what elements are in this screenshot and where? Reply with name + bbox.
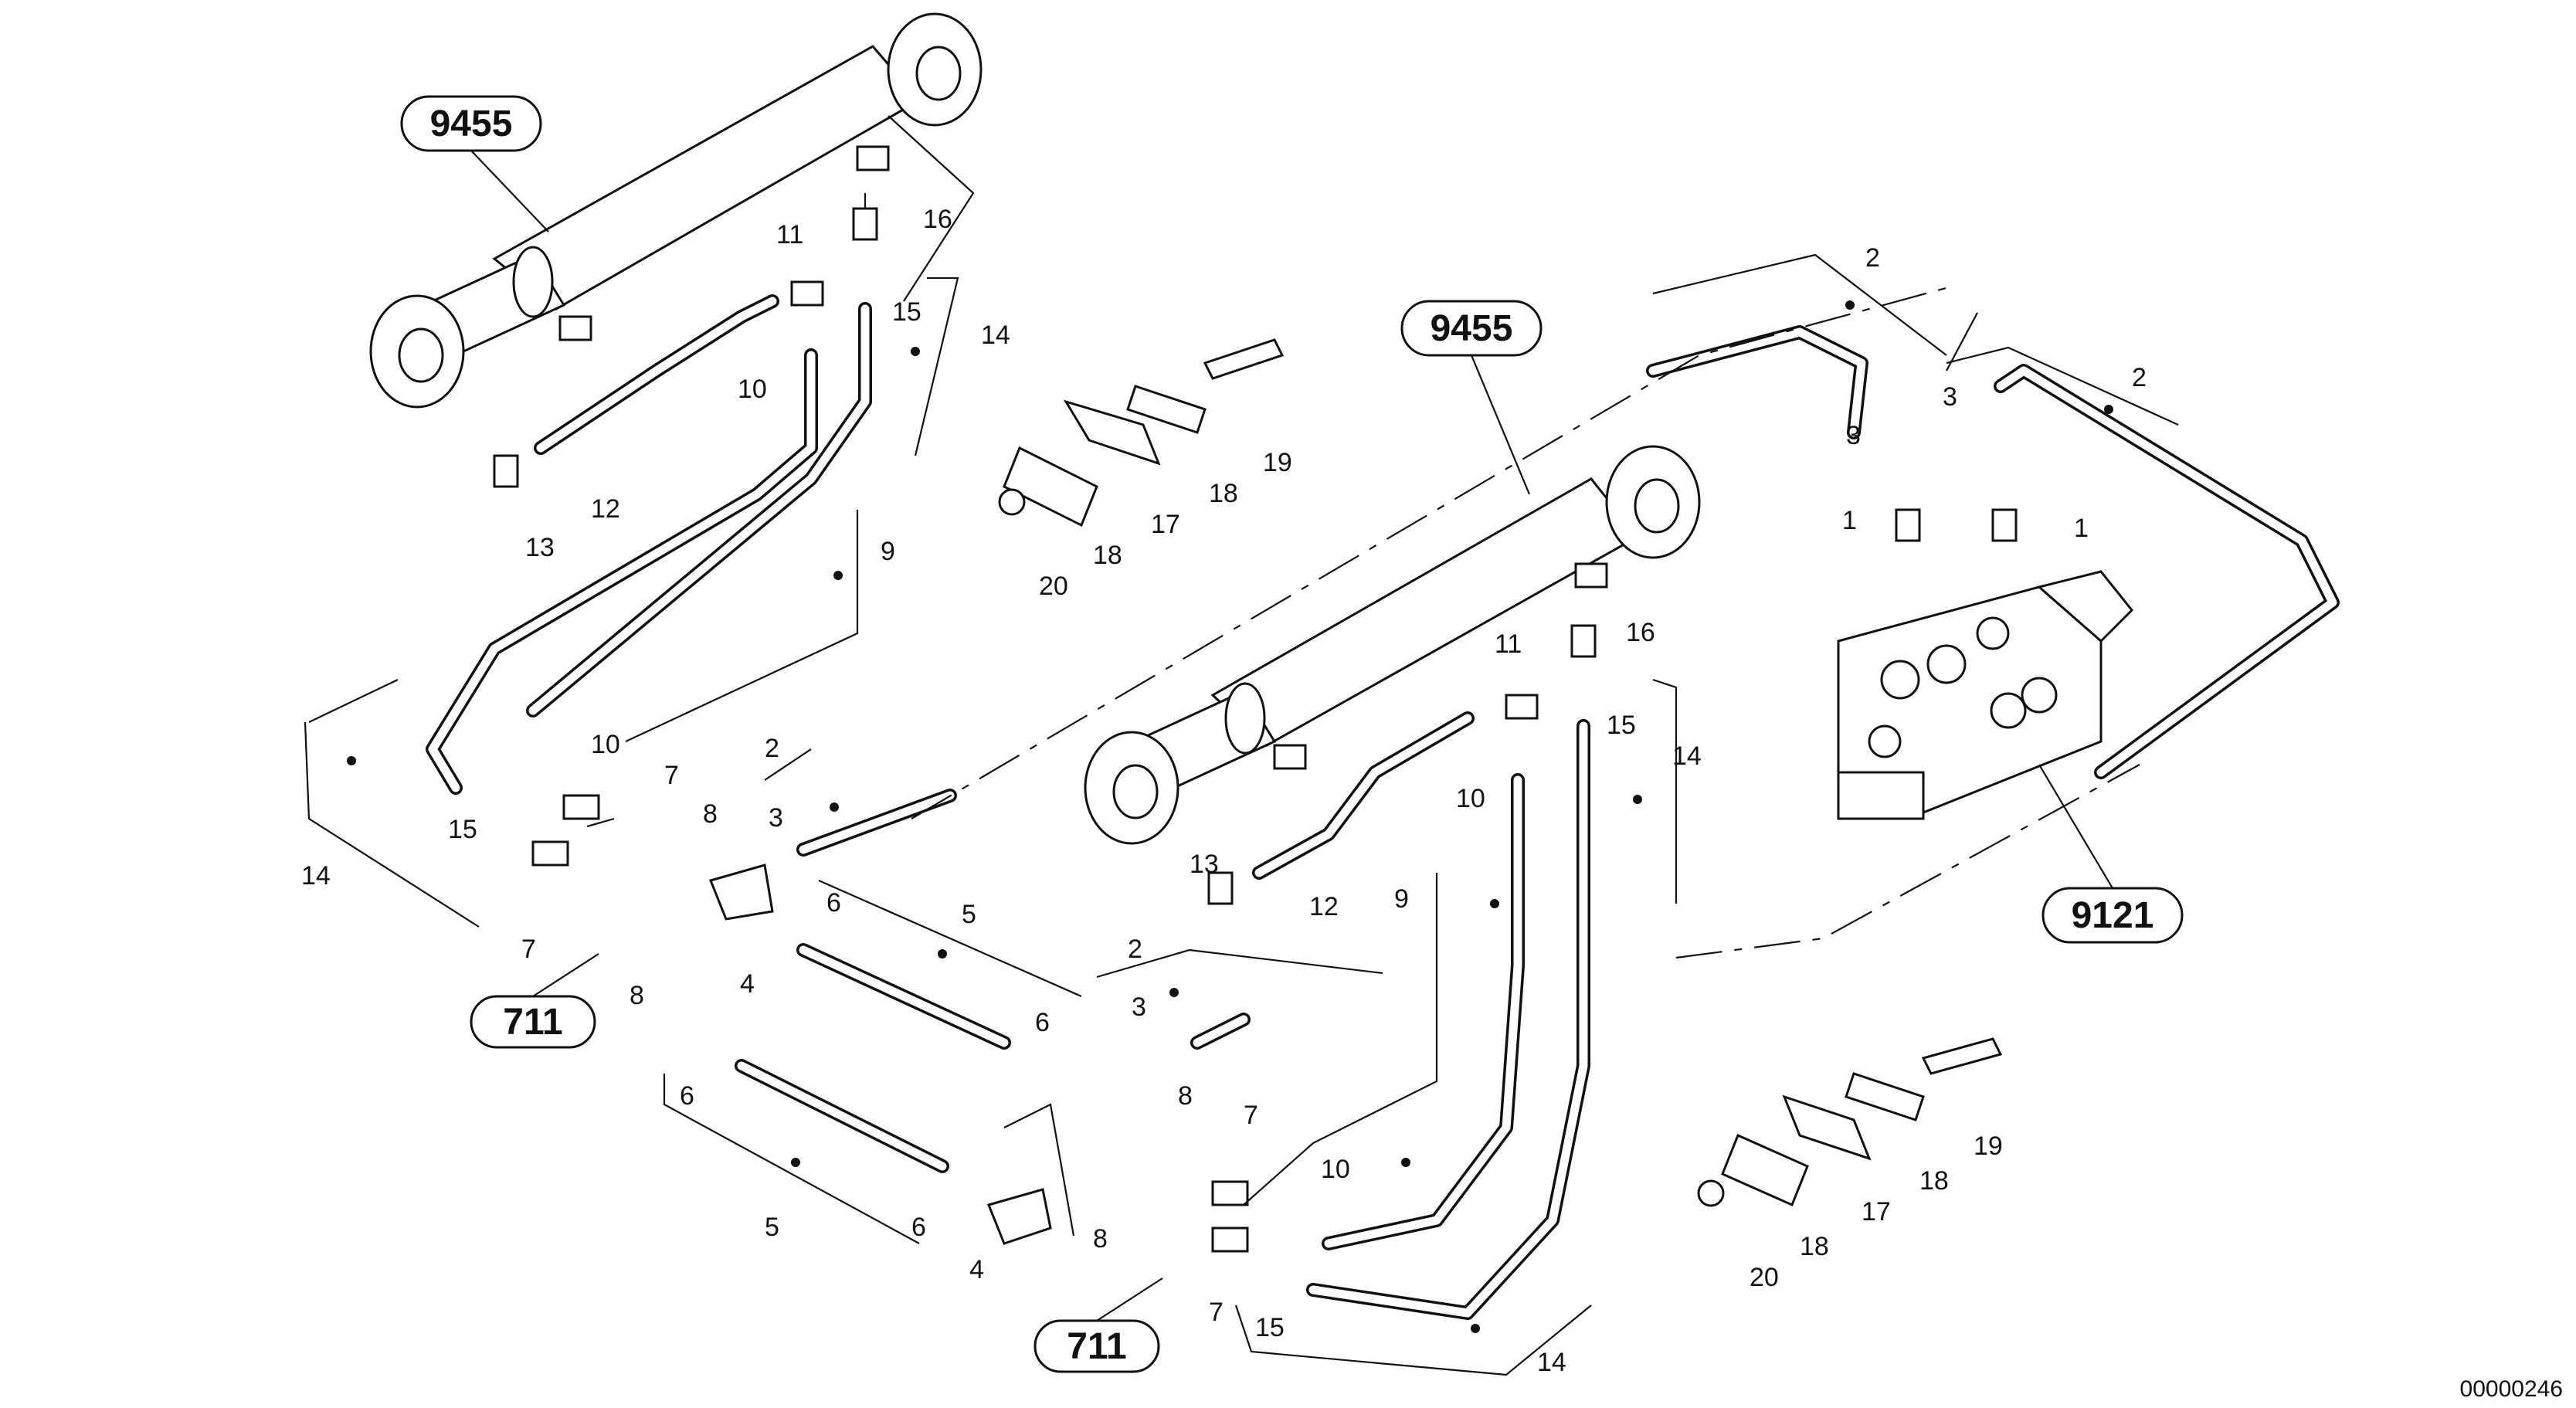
part-labels: 16 11 15 14 10 12 13 9 10 7 14 15 7 8 8 … (301, 205, 2147, 1377)
hose-group-right (1190, 325, 2340, 1320)
label-12b: 12 (1309, 892, 1339, 921)
label-8: 8 (703, 799, 718, 829)
label-7: 7 (664, 761, 679, 790)
label-18d: 18 (1800, 1232, 1829, 1261)
leader-lines (304, 115, 2179, 1376)
label-7b: 7 (521, 935, 536, 964)
label-6: 6 (826, 888, 841, 918)
label-8b: 8 (630, 981, 644, 1010)
label-6d: 6 (911, 1213, 926, 1242)
label-14: 14 (981, 321, 1010, 350)
callout-711-left-label: 711 (503, 1002, 562, 1043)
hydraulic-cylinder-right (1084, 445, 1701, 845)
label-13b: 13 (1190, 850, 1219, 879)
label-2c: 2 (1865, 243, 1880, 273)
label-6b: 6 (1035, 1008, 1050, 1037)
label-7d: 7 (1209, 1298, 1224, 1327)
label-9: 9 (881, 537, 895, 566)
label-11: 11 (776, 220, 803, 249)
label-17b: 17 (1862, 1197, 1891, 1226)
label-14c: 14 (1537, 1348, 1566, 1377)
label-15b: 15 (448, 815, 477, 844)
label-19b: 19 (1974, 1131, 2003, 1161)
callout-711-bottom-label: 711 (1067, 1326, 1126, 1367)
label-20b: 20 (1750, 1263, 1779, 1292)
callout-9455-top-label: 9455 (430, 103, 513, 144)
label-8c: 8 (1093, 1224, 1108, 1254)
label-8d: 8 (1178, 1081, 1193, 1111)
label-2b: 2 (1128, 935, 1142, 964)
label-15: 15 (892, 297, 921, 327)
label-6c: 6 (680, 1081, 694, 1111)
callout-711-bottom: 711 (1033, 1277, 1163, 1373)
label-10b: 10 (591, 730, 620, 759)
label-9b: 9 (1394, 884, 1409, 914)
label-3b: 3 (1132, 992, 1146, 1022)
label-7c: 7 (1244, 1101, 1258, 1130)
label-5: 5 (962, 900, 976, 929)
hydraulic-cylinder-left (369, 12, 983, 409)
clamp-set-top (998, 338, 1285, 528)
label-3: 3 (769, 803, 783, 833)
label-10d: 10 (1456, 784, 1485, 813)
label-16b: 16 (1626, 618, 1655, 647)
callout-9455-middle-label: 9455 (1431, 308, 1513, 349)
label-4: 4 (740, 969, 755, 999)
label-3d: 3 (1846, 421, 1861, 450)
reference-dots (347, 300, 2113, 1333)
control-valve-block (1837, 570, 2134, 820)
label-16: 16 (923, 205, 952, 234)
label-10c: 10 (1321, 1155, 1350, 1184)
label-10: 10 (738, 375, 767, 404)
callout-9455-middle: 9455 (1400, 300, 1543, 495)
fittings (493, 207, 2018, 1253)
hose-group-left (426, 294, 1011, 1173)
label-15d: 15 (1607, 711, 1636, 740)
label-18: 18 (1209, 479, 1238, 508)
label-11b: 11 (1495, 629, 1522, 659)
label-14d: 14 (1672, 741, 1702, 771)
clamp-set-bottom (1697, 1037, 2003, 1207)
label-14b: 14 (301, 861, 331, 891)
label-2: 2 (765, 734, 779, 763)
label-2d: 2 (2132, 363, 2147, 392)
callout-9121-label: 9121 (2072, 895, 2154, 936)
callout-9121: 9121 (2038, 764, 2184, 944)
callout-9455-top: 9455 (400, 95, 549, 232)
document-id: 00000246 (2460, 1376, 2563, 1402)
label-13: 13 (525, 533, 555, 562)
label-20: 20 (1039, 572, 1068, 601)
label-5b: 5 (765, 1213, 779, 1242)
label-17: 17 (1151, 510, 1180, 539)
label-19: 19 (1263, 448, 1292, 477)
callout-711-left: 711 (470, 953, 599, 1049)
label-12: 12 (591, 494, 620, 524)
label-18c: 18 (1919, 1166, 1949, 1196)
label-18b: 18 (1093, 541, 1122, 570)
label-1b: 1 (2074, 514, 2089, 543)
label-4b: 4 (969, 1255, 984, 1284)
label-15c: 15 (1255, 1313, 1285, 1342)
label-1: 1 (1842, 506, 1857, 535)
label-3c: 3 (1943, 382, 1957, 412)
assembly-centerlines (911, 284, 2140, 959)
